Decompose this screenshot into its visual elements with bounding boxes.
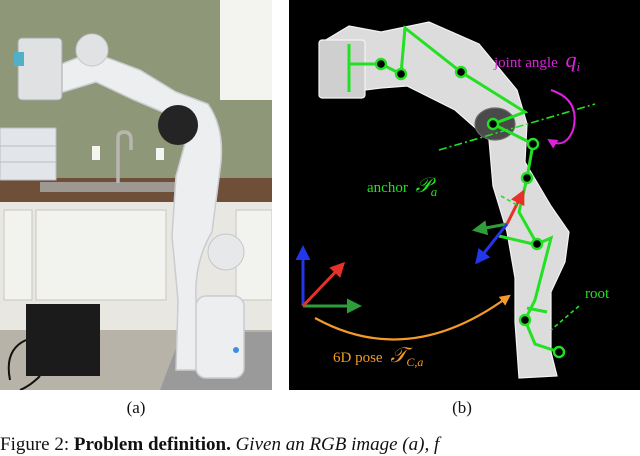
- cables: [7, 339, 41, 390]
- sink: [40, 182, 190, 192]
- robot-photo: [0, 0, 272, 390]
- caption-italic: Given an RGB image (a), f: [235, 434, 440, 455]
- caption-prefix: Figure 2:: [0, 434, 70, 455]
- anchor-label: anchor 𝒫a: [367, 173, 438, 199]
- root-leader: [550, 305, 580, 331]
- skeleton-joints: [374, 57, 566, 359]
- wall-outlet: [92, 146, 100, 160]
- gripper: [17, 37, 63, 101]
- wall-outlet-2: [156, 148, 164, 160]
- joint-angle-arrow: [547, 89, 576, 149]
- cabinet-door-1: [3, 209, 33, 301]
- cabinet-door-2: [35, 209, 167, 301]
- skeleton-diagram: joint angle qi anchor 𝒫a root 6D pose 𝒯C…: [289, 0, 640, 390]
- figure-caption: Figure 2: Problem definition. Given an R…: [0, 434, 640, 456]
- camera-axes: [295, 245, 362, 314]
- upper-cabinet: [220, 0, 272, 100]
- joint-angle-label: joint angle qi: [493, 47, 581, 74]
- root-label: root: [585, 286, 610, 302]
- controller-box: [26, 304, 100, 376]
- subfigure-label-a: (a): [126, 398, 146, 417]
- subfigure-label-b: (b): [452, 398, 472, 417]
- cabinet-door-3: [235, 209, 272, 301]
- pose-arrow: [314, 294, 511, 341]
- robot-silhouette: [318, 21, 570, 379]
- faucet: [116, 130, 133, 183]
- robot-arm: [14, 33, 245, 379]
- anchor-axes: [472, 189, 525, 265]
- anchor-leader: [500, 195, 520, 207]
- pose-label: 6D pose 𝒯C,a: [333, 343, 423, 369]
- plastic-drawers: [0, 127, 57, 181]
- joint-axis-line: [438, 103, 596, 151]
- caption-bold: Problem definition.: [73, 434, 231, 455]
- kinematic-skeleton: [347, 25, 560, 354]
